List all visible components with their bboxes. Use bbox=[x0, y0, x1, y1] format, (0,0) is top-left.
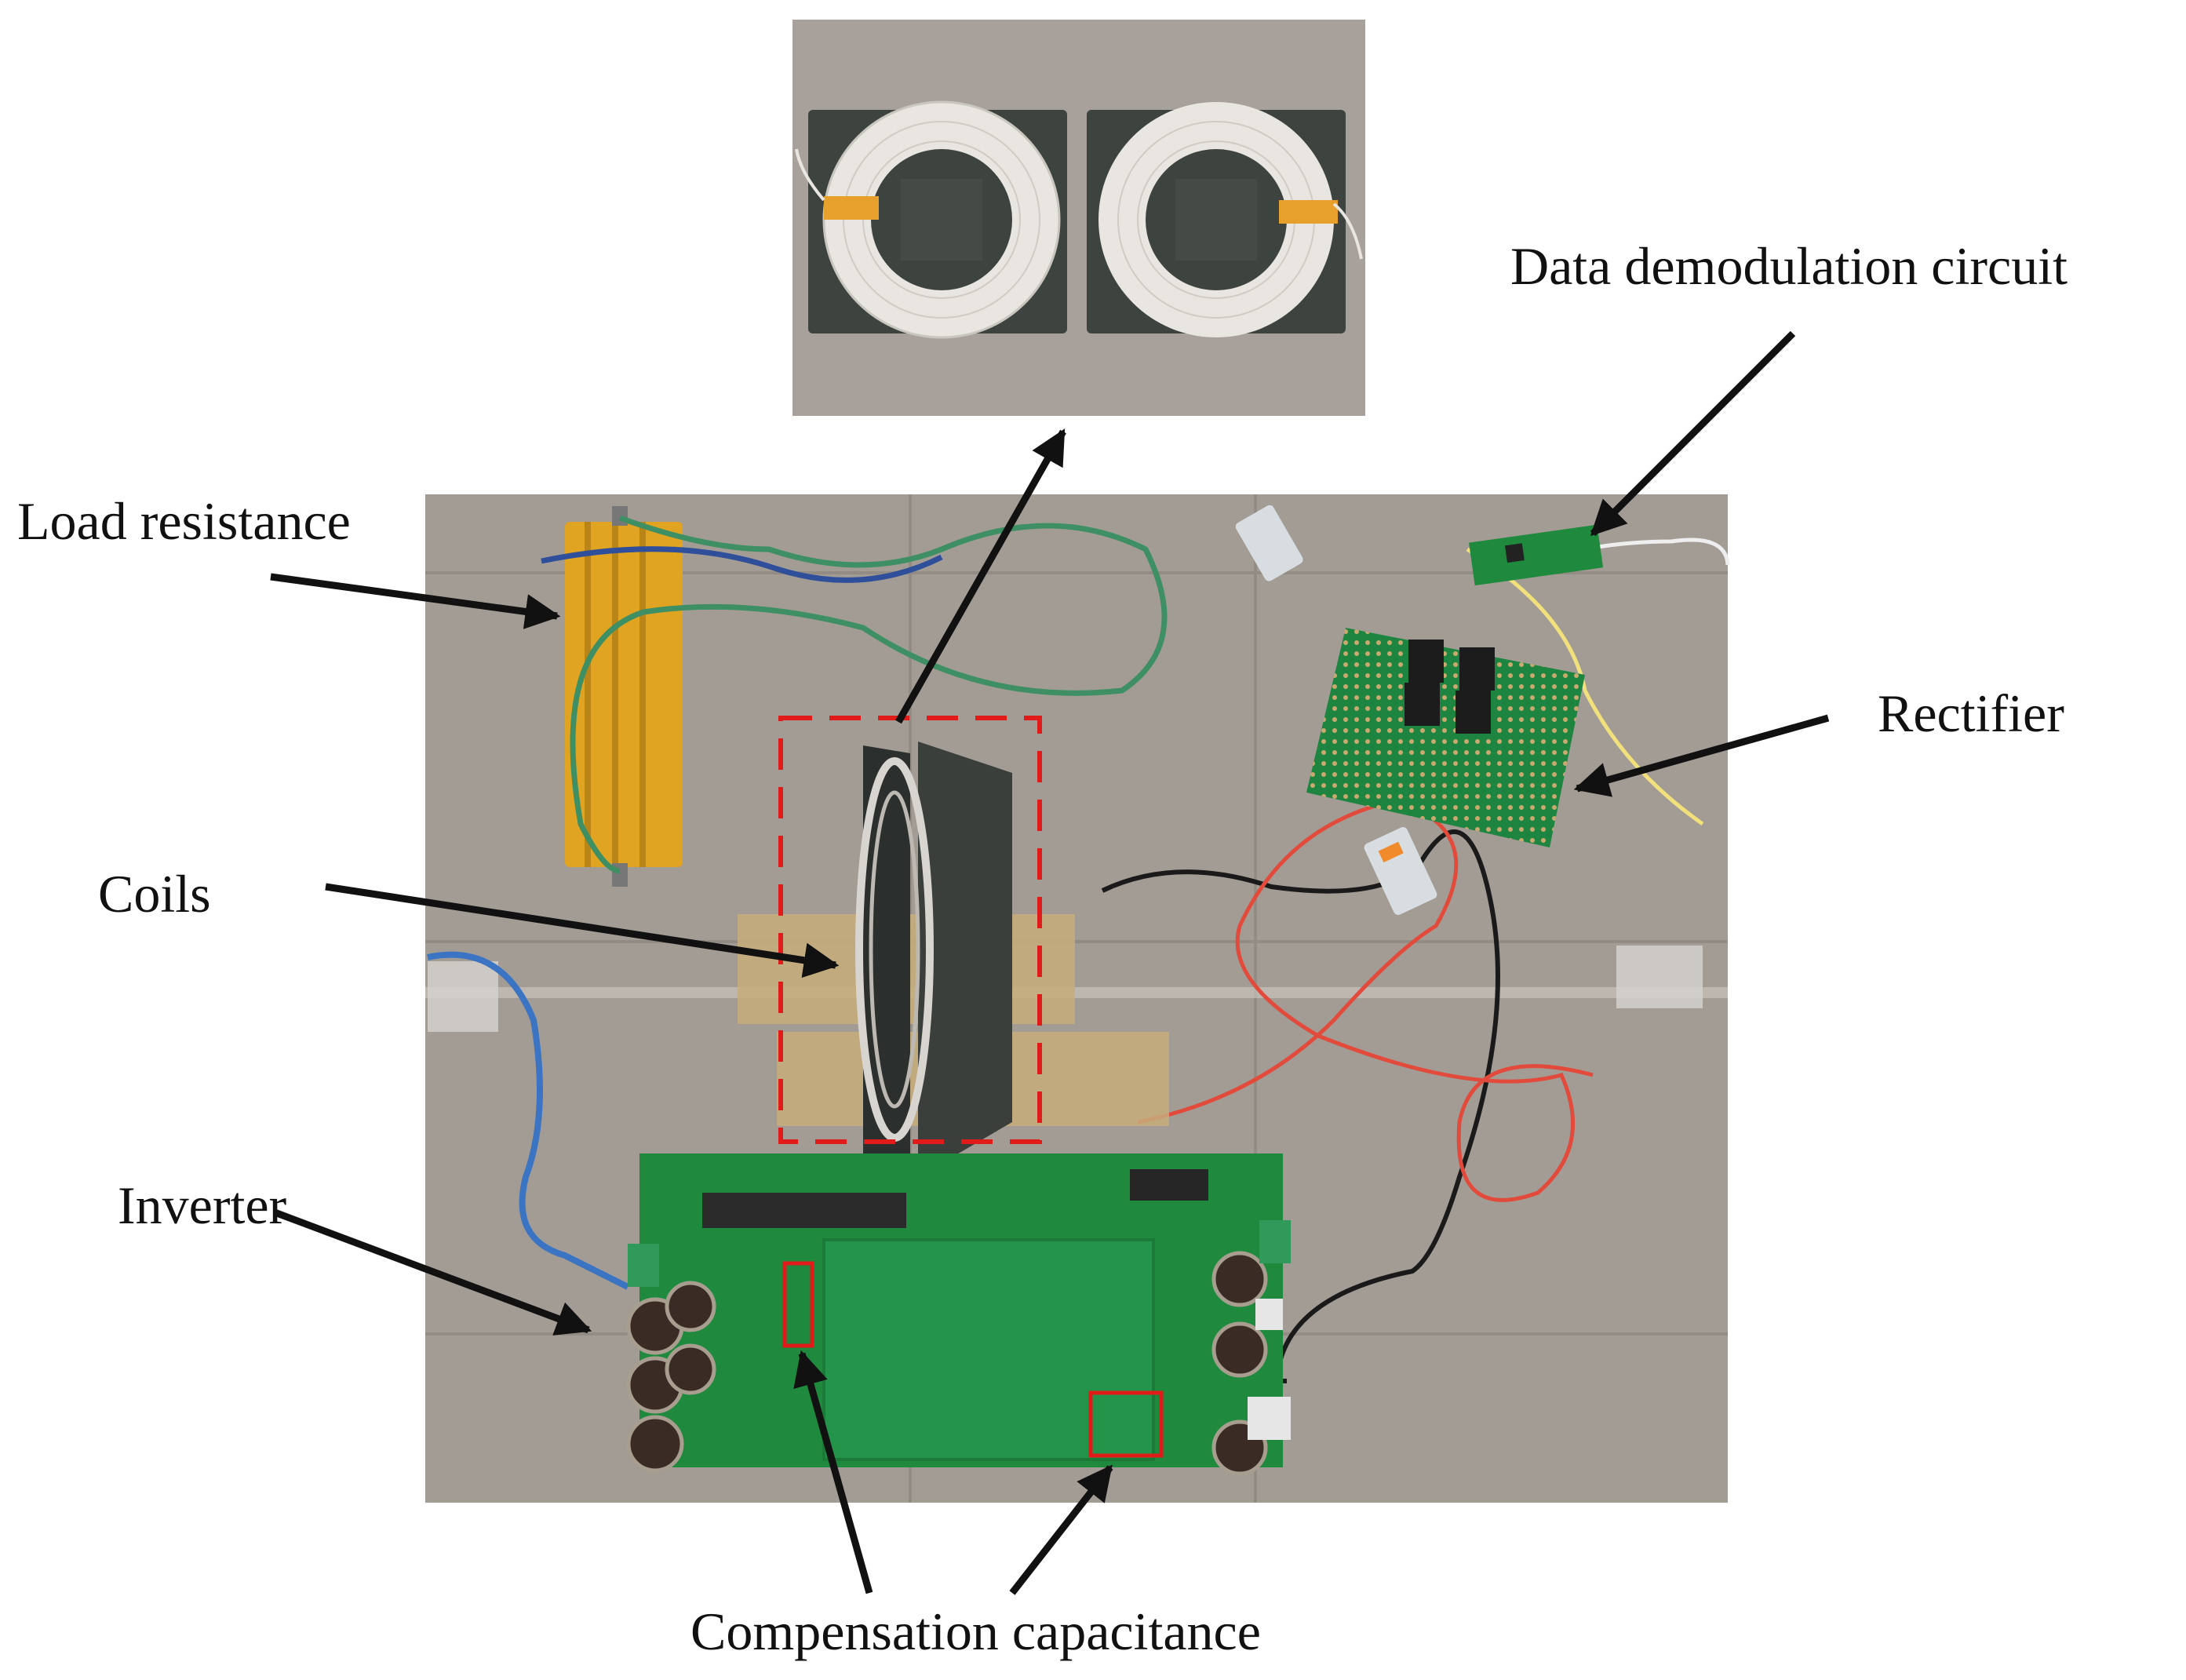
glass-block-left bbox=[428, 961, 498, 1032]
control-daughterboard bbox=[702, 1193, 906, 1228]
arrow-load-resistance bbox=[270, 573, 561, 629]
inverter-board bbox=[626, 1153, 1291, 1476]
data-demodulation-board bbox=[1469, 524, 1604, 586]
blue-wire bbox=[427, 951, 629, 1290]
arrow-inverter bbox=[273, 1208, 592, 1336]
arrow-coil-inset bbox=[895, 428, 1066, 724]
inverter-label: Inverter bbox=[118, 1175, 287, 1235]
right-coil-pad bbox=[1087, 102, 1363, 337]
yellow-wire bbox=[1466, 547, 1704, 826]
arrow-coils bbox=[325, 883, 840, 978]
rectifier-label: Rectifier bbox=[1878, 683, 2064, 743]
capacitor-highlight-box-left bbox=[782, 1261, 814, 1348]
arrow-compensation-right bbox=[1009, 1464, 1113, 1595]
red-wire bbox=[1137, 798, 1594, 1202]
arrow-rectifier bbox=[1573, 714, 1830, 797]
data-demodulation-circuit-label: Data demodulation circuit bbox=[1510, 236, 2068, 296]
capacitor-highlight-box-right bbox=[1088, 1390, 1164, 1458]
compensation-capacitance-label: Compensation capacitance bbox=[690, 1602, 1261, 1661]
dark-blue-wire bbox=[541, 546, 943, 583]
black-wire bbox=[1101, 829, 1500, 1383]
main-setup-photo bbox=[425, 494, 1730, 1503]
green-wire bbox=[570, 515, 1168, 874]
wire-connectors bbox=[1235, 505, 1437, 916]
coils-label: Coils bbox=[98, 864, 211, 924]
rectifier-board bbox=[1306, 628, 1585, 847]
arrow-data-demodulation bbox=[1590, 330, 1796, 537]
arrow-compensation-left bbox=[793, 1350, 873, 1594]
annotation-arrows bbox=[270, 330, 1830, 1595]
glass-block-right bbox=[1616, 946, 1703, 1008]
load-resistance-label: Load resistance bbox=[17, 491, 351, 551]
left-coil-pad bbox=[795, 100, 1067, 339]
coil-assembly bbox=[738, 742, 1169, 1193]
coil-inset-photo bbox=[792, 20, 1365, 416]
